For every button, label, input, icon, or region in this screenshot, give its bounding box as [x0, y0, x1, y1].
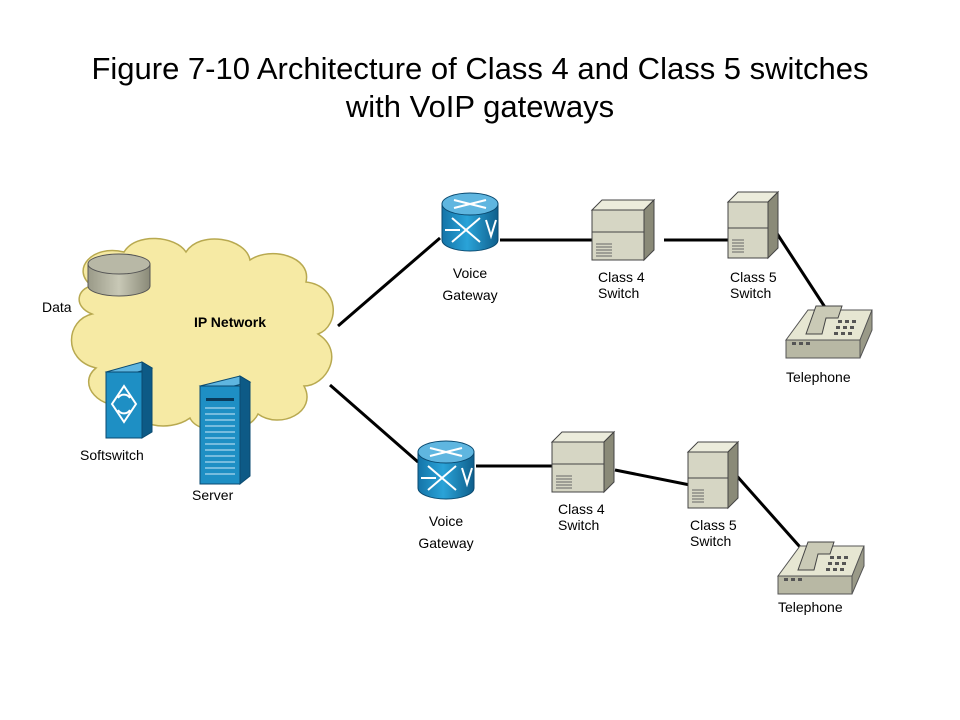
top-telephone-icon	[785, 305, 873, 359]
top-class4-label-line-1: Class 4	[598, 269, 645, 285]
top-gateway-label-line-2: Gateway	[442, 287, 497, 303]
bottom-class5-switch-icon	[686, 440, 740, 510]
server-icon	[198, 375, 252, 486]
bottom-class5-label-line-1: Class 5	[690, 517, 737, 533]
link-top-class5-to-phone	[774, 231, 834, 319]
link-cloud-to-bottom-gateway	[329, 383, 419, 464]
top-voice-gateway-router-icon	[441, 192, 499, 252]
server-label: Server	[192, 487, 234, 503]
bottom-voice-gateway-router-icon	[417, 440, 475, 500]
title-line-1: Figure 7-10 Architecture of Class 4 and …	[91, 51, 869, 86]
bottom-gateway-label-line-2: Gateway	[418, 535, 473, 551]
top-gateway-label-line-1: Voice	[453, 265, 487, 281]
bottom-class4-switch-icon	[550, 430, 616, 494]
softswitch-icon	[104, 361, 154, 439]
data-label: Data	[42, 299, 72, 315]
bottom-gateway-label-line-1: Voice	[429, 513, 463, 529]
bottom-telephone-icon	[777, 541, 865, 595]
database-icon	[87, 253, 151, 297]
link-bottom-class5-to-phone	[734, 474, 810, 557]
bottom-class4-label-line-1: Class 4	[558, 501, 605, 517]
connection-lines	[329, 231, 834, 557]
softswitch-label: Softswitch	[80, 447, 144, 463]
ip-network-label: IP Network	[194, 314, 266, 330]
page-title: Figure 7-10 Architecture of Class 4 and …	[40, 50, 920, 126]
top-class4-label-line-2: Switch	[598, 285, 639, 301]
link-bottom-class4-to-class5	[614, 468, 691, 487]
top-class5-label-line-1: Class 5	[730, 269, 777, 285]
top-class4-switch-icon	[590, 198, 656, 262]
link-cloud-to-top-gateway	[337, 236, 441, 328]
bottom-telephone-label: Telephone	[778, 599, 843, 615]
top-class5-label-line-2: Switch	[730, 285, 771, 301]
top-class5-switch-icon	[726, 190, 780, 260]
bottom-class5-label-line-2: Switch	[690, 533, 731, 549]
title-line-2: with VoIP gateways	[345, 89, 615, 124]
top-telephone-label: Telephone	[786, 369, 851, 385]
bottom-class4-label-line-2: Switch	[558, 517, 599, 533]
